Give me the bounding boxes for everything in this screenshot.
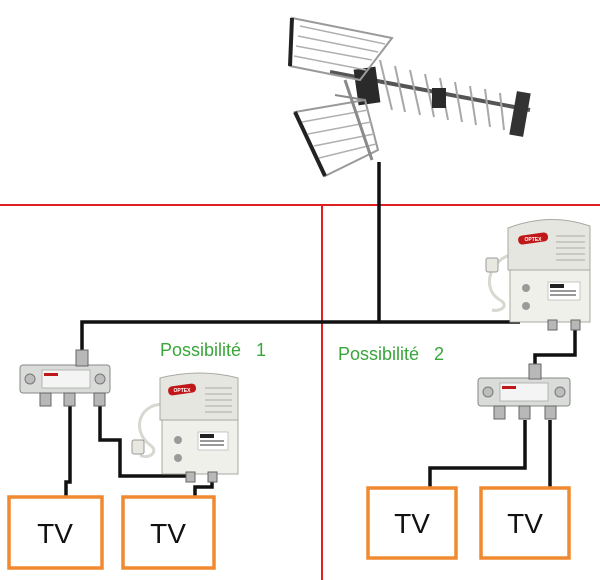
tv-label: TV: [37, 518, 73, 549]
antenna-icon: [288, 16, 531, 178]
tv-set: TV: [479, 486, 571, 560]
option-2-label: Possibilité 2: [338, 344, 444, 364]
amplifier-icon: OPTEX: [131, 372, 239, 483]
splitter-icon: [477, 363, 571, 420]
tv-label: TV: [394, 508, 430, 539]
option-1-label: Possibilité 1: [160, 340, 266, 360]
amplifier-brand-1: OPTEX: [174, 388, 192, 394]
amplifier-brand-2: OPTEX: [525, 237, 543, 243]
amplifier-icon: OPTEX: [485, 219, 591, 331]
cables: [64, 162, 577, 497]
tv-label: TV: [150, 518, 186, 549]
tv-label: TV: [507, 508, 543, 539]
tv-set: TV: [121, 495, 216, 570]
tv-set: TV: [366, 486, 458, 560]
splitter-icon: [19, 349, 111, 407]
tv-set: TV: [7, 495, 104, 570]
